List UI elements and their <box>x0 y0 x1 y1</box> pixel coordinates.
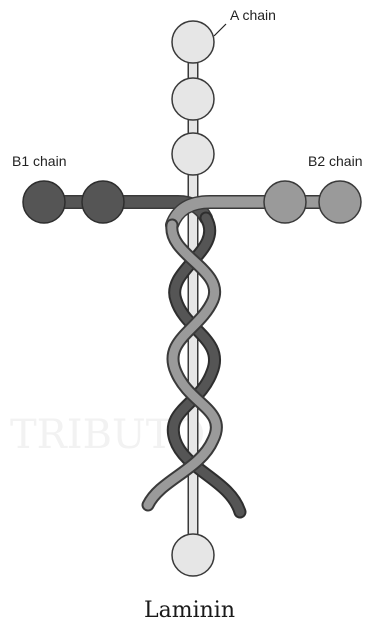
b1-chain-domain-2 <box>82 181 124 223</box>
a-chain-leader-line <box>214 24 226 36</box>
figure-caption: Laminin <box>0 598 379 623</box>
a-chain-domain-bottom <box>172 534 214 576</box>
b1-chain-domain-1 <box>23 181 65 223</box>
a-chain-label: A chain <box>230 7 276 23</box>
b2-chain-domain-2 <box>319 181 361 223</box>
b2-chain-label: B2 chain <box>308 153 362 169</box>
a-chain-domain-1 <box>172 21 214 63</box>
b1-chain-label: B1 chain <box>12 153 66 169</box>
a-chain-domain-3 <box>172 133 214 175</box>
b2-chain-domain-1 <box>264 181 306 223</box>
a-chain-domain-2 <box>172 78 214 120</box>
